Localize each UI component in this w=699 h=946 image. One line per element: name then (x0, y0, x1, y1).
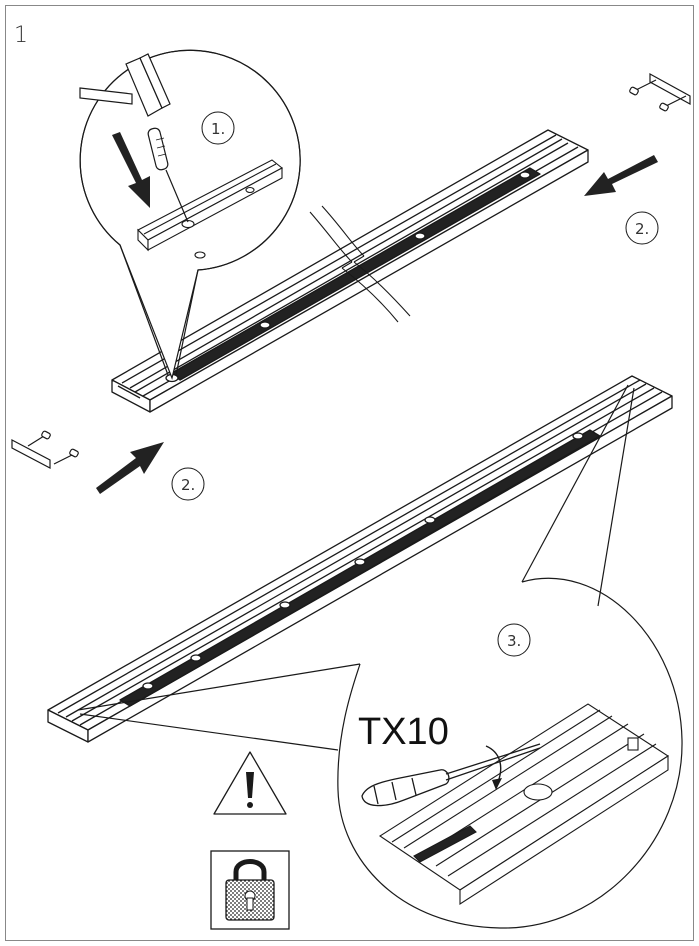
arrow-insert-right-icon (584, 155, 658, 196)
lock-icon (210, 850, 290, 930)
rotation-arrow-icon (485, 745, 502, 783)
detail-bubble-torx (77, 384, 683, 929)
bubble-rail-fragment (137, 159, 283, 259)
screwdriver-icon (147, 127, 189, 223)
bubble-rail-closeup (378, 703, 670, 906)
callout-1-label: 1. (211, 120, 225, 138)
page-frame (5, 5, 694, 941)
arrow-insert-left-icon (96, 442, 164, 494)
callout-2-right-label: 2. (635, 220, 649, 238)
break-marks (309, 205, 411, 323)
callout-3: 3. (497, 623, 531, 657)
callout-3-label: 3. (507, 632, 521, 650)
end-clip-right (629, 72, 691, 112)
arrow-down-icon (112, 132, 150, 208)
warning-exclamation-icon (213, 751, 287, 815)
upper-rail-profile (111, 129, 589, 413)
callout-2-left-label: 2. (181, 476, 195, 494)
step-number: 1 (14, 23, 28, 48)
callout-1: 1. (201, 111, 235, 145)
rotation-arrowhead-icon (492, 778, 502, 790)
callout-2-right: 2. (625, 211, 659, 245)
torx-screwdriver-icon (361, 743, 541, 807)
end-clip-left (11, 430, 79, 469)
lower-rail-profile (47, 375, 673, 743)
tool-label-tx10: TX10 (358, 711, 449, 753)
callout-2-left: 2. (171, 467, 205, 501)
hammer-icon (79, 53, 171, 117)
